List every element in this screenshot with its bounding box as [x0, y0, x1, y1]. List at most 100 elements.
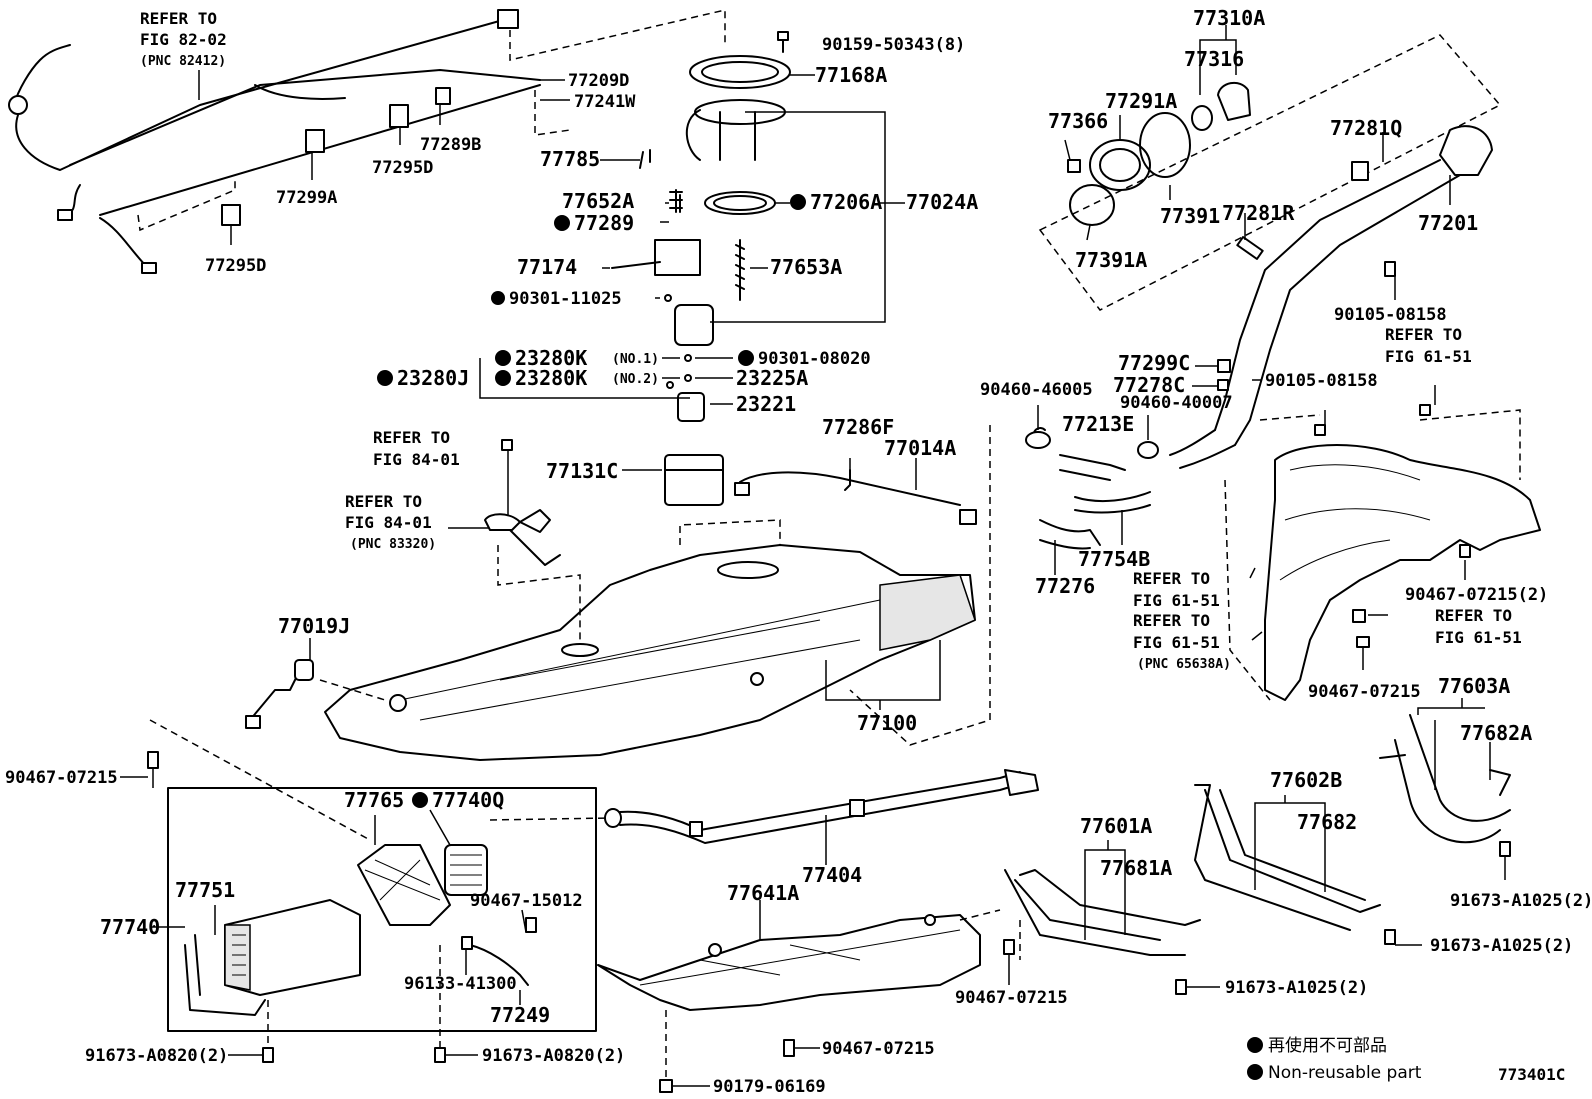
label-77276: 77276 [1035, 574, 1095, 598]
label-77289B: 77289B [420, 135, 481, 155]
label-77289: 77289 [574, 211, 634, 235]
label-90467-07215-2-upper: 90467-07215(2) [1405, 585, 1548, 605]
label-90105-08158-lower: 90105-08158 [1265, 371, 1378, 391]
legend-item-english: Non-reusable part [1268, 1063, 1422, 1083]
label-91673-A1025-b: 91673-A1025(2) [1430, 936, 1573, 956]
label-77740: 77740 [100, 915, 160, 939]
label-91673-A1025-c: 91673-A1025(2) [1225, 978, 1368, 998]
label-23280K-no1: 23280K [515, 346, 587, 370]
label-77241W: 77241W [574, 92, 636, 112]
label-77754B: 77754B [1078, 547, 1150, 571]
non-reusable-90301-11025-icon [491, 291, 505, 305]
label-77209D: 77209D [568, 71, 629, 91]
label-77100: 77100 [857, 711, 917, 735]
label-77019J: 77019J [278, 614, 350, 638]
refer-fig61a-line2: FIG 61-51 [1385, 347, 1472, 366]
label-77682A: 77682A [1460, 721, 1532, 745]
label-23221: 23221 [736, 392, 796, 416]
fuel-line-harness-group [8, 9, 726, 274]
label-77785: 77785 [540, 147, 600, 171]
label-77286F: 77286F [822, 415, 894, 439]
label-77014A: 77014A [884, 436, 956, 460]
label-77278C: 77278C [1113, 373, 1185, 397]
label-77682: 77682 [1297, 810, 1357, 834]
label-90301-11025: 90301-11025 [509, 289, 622, 309]
refer-fig84a-line1: REFER TO [373, 428, 450, 447]
fuel-pump-assembly-group [479, 31, 886, 422]
non-reusable-23280K-2-icon [495, 370, 511, 386]
label-77765: 77765 [344, 788, 404, 812]
filler-pipe-group [1038, 25, 1502, 469]
label-77391A: 77391A [1075, 248, 1147, 272]
non-reusable-77740Q-icon [412, 792, 428, 808]
label-77295D-upper: 77295D [372, 158, 433, 178]
label-77168A: 77168A [815, 63, 887, 87]
label-77740Q: 77740Q [432, 788, 504, 812]
label-77295D-lower: 77295D [205, 256, 266, 276]
legend-item-japanese: 再使用不可部品 [1268, 1035, 1387, 1056]
label-77281R: 77281R [1222, 201, 1295, 225]
label-90460-40007: 90460-40007 [1120, 393, 1233, 413]
refer-fig61a-line1: REFER TO [1385, 325, 1462, 344]
refer-fig61c-line2: FIG 61-51 [1133, 633, 1220, 652]
refer-fig61d-line2: FIG 61-51 [1435, 628, 1522, 647]
refer-fig82-line3: (PNC 82412) [140, 54, 226, 69]
canister-detail-box [167, 787, 597, 1032]
filled-circle-icon [1247, 1064, 1263, 1080]
label-23225A: 23225A [736, 366, 808, 390]
label-77602B: 77602B [1270, 768, 1342, 792]
refer-fig84b-line1: REFER TO [345, 492, 422, 511]
label-77653A: 77653A [770, 255, 842, 279]
non-reusable-77206A-icon [790, 194, 806, 210]
label-77131C: 77131C [546, 459, 618, 483]
legend: 再使用不可部品 Non-reusable part [1247, 1035, 1422, 1083]
non-reusable-23280K-1-icon [495, 350, 511, 366]
label-77310A: 77310A [1193, 6, 1265, 30]
label-90467-07215-bottom: 90467-07215 [822, 1039, 935, 1059]
label-91673-A1025-a: 91673-A1025(2) [1450, 891, 1592, 911]
label-90467-15012: 90467-15012 [470, 891, 583, 911]
figure-id: 773401C [1498, 1065, 1565, 1084]
label-23280J: 23280J [397, 366, 469, 390]
label-77652A: 77652A [562, 189, 634, 213]
label-77201: 77201 [1418, 211, 1478, 235]
label-77391: 77391 [1160, 204, 1220, 228]
label-90159-50343: 90159-50343(8) [822, 35, 965, 55]
label-91673-A0820-b: 91673-A0820(2) [482, 1046, 625, 1066]
label-77299A: 77299A [276, 188, 337, 208]
refer-fig61b-line2: FIG 61-51 [1133, 591, 1220, 610]
label-77681A: 77681A [1100, 856, 1172, 880]
label-77316: 77316 [1184, 47, 1244, 71]
refer-fig61b-line1: REFER TO [1133, 569, 1210, 588]
refer-fig61c-line3: (PNC 65638A) [1137, 657, 1231, 672]
label-91673-A0820-a: 91673-A0820(2) [85, 1046, 228, 1066]
label-90301-08020: 90301-08020 [758, 349, 871, 369]
refer-fig61c-line1: REFER TO [1133, 611, 1210, 630]
label-90460-46005: 90460-46005 [980, 380, 1093, 400]
non-reusable-77289-icon [554, 215, 570, 231]
label-77601A: 77601A [1080, 814, 1152, 838]
label-90467-07215-right: 90467-07215 [1308, 682, 1421, 702]
label-77213E: 77213E [1062, 412, 1134, 436]
label-77249: 77249 [490, 1003, 550, 1027]
refer-fig84a-line2: FIG 84-01 [373, 450, 460, 469]
label-23280K-no2: 23280K [515, 366, 587, 390]
label-96133-41300: 96133-41300 [404, 974, 517, 994]
tank-straps-group [1004, 698, 1511, 995]
label-77404: 77404 [802, 863, 862, 887]
label-90105-08158-upper: 90105-08158 [1334, 305, 1447, 325]
label-90467-07215-left: 90467-07215 [5, 768, 118, 788]
label-77366: 77366 [1048, 109, 1108, 133]
non-reusable-90301-08020-icon [738, 350, 754, 366]
canister-group [120, 751, 537, 1063]
label-77174: 77174 [517, 255, 577, 279]
non-reusable-23280J-icon [377, 370, 393, 386]
label-90467-07215-mid: 90467-07215 [955, 988, 1068, 1008]
breather-protector-group [489, 769, 1039, 1093]
refer-fig61d-line1: REFER TO [1435, 606, 1512, 625]
refer-fig82-line2: FIG 82-02 [140, 30, 227, 49]
refer-fig82-line1: REFER TO [140, 9, 217, 28]
label-77281Q: 77281Q [1330, 116, 1402, 140]
label-23280K-no2-note: (NO.2) [612, 372, 659, 387]
